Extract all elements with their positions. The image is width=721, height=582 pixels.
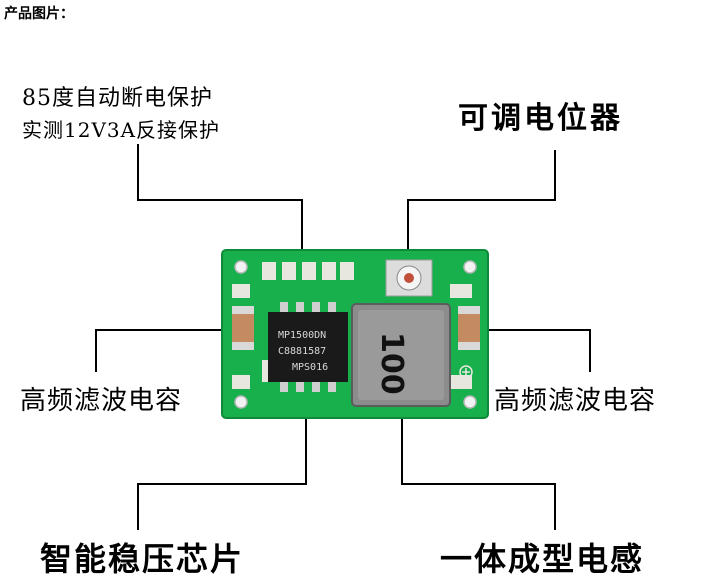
callout-chip: [137, 395, 307, 530]
pcb-board: MP1500DN C8881587 MPS016 100: [221, 249, 489, 419]
label-regulator-chip: 智能稳压芯片: [40, 540, 245, 578]
label-filter-cap-left: 高频滤波电容: [20, 386, 183, 416]
page-title: 产品图片：: [4, 6, 74, 22]
chip-marking-3: MPS016: [292, 362, 328, 373]
chip-marking-2: C8881587: [278, 346, 326, 357]
filter-capacitor-left: [232, 306, 254, 350]
filter-capacitor-right: [458, 306, 480, 350]
label-filter-cap-right: 高频滤波电容: [494, 386, 657, 416]
callout-lines: [95, 144, 591, 530]
callout-protection: [137, 144, 303, 272]
label-protection-line2: 实测12V3A反接保护: [22, 118, 221, 142]
callout-cap-right: [476, 329, 591, 372]
label-potentiometer: 可调电位器: [458, 101, 623, 136]
label-protection-line1: 85度自动断电保护: [22, 86, 213, 111]
plus-icon: [459, 365, 473, 379]
potentiometer: [385, 259, 433, 297]
inductor-marking: 100: [374, 332, 409, 395]
callout-potentiometer: [407, 150, 556, 272]
regulator-chip: MP1500DN C8881587 MPS016: [268, 302, 348, 392]
label-inductor: 一体成型电感: [440, 540, 645, 578]
chip-marking-1: MP1500DN: [278, 330, 326, 341]
callout-inductor: [401, 395, 556, 530]
callout-cap-left: [95, 329, 238, 372]
inductor: 100: [351, 303, 451, 407]
mounting-holes: [234, 260, 477, 409]
